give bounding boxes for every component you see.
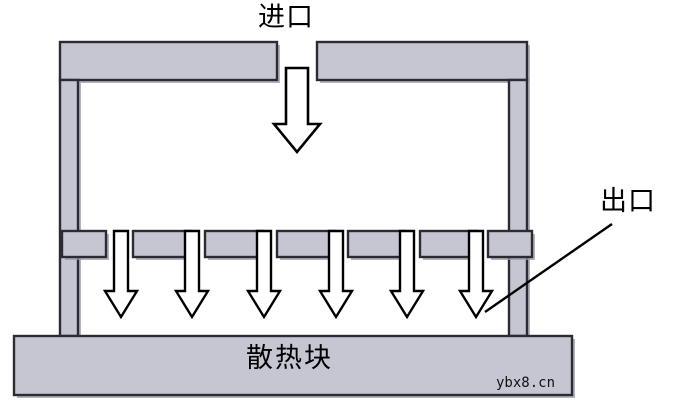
outlet-flow-arrow-6	[457, 229, 495, 320]
structure-components	[12, 40, 575, 398]
nozzle-plate-6	[418, 229, 479, 259]
nozzle-plate-3	[203, 229, 264, 259]
outlet-flow-arrow-3	[245, 229, 283, 320]
heat-sink-block	[12, 334, 574, 397]
left-column	[58, 78, 80, 338]
flow-arrows	[102, 66, 495, 320]
outlet-flow-arrow-4	[317, 229, 355, 320]
heat-sink-label: 散热块	[246, 343, 333, 374]
outlet-leader-line	[484, 223, 613, 313]
leader-lines	[484, 223, 613, 313]
inlet-label: 进口	[258, 2, 314, 33]
nozzle-plate-row	[60, 229, 535, 260]
outlet-label: 出口	[600, 186, 656, 217]
outlet-flow-arrow-1	[102, 229, 140, 320]
nozzle-plate-7	[486, 229, 534, 259]
top-manifold-right	[315, 40, 529, 82]
outlet-flow-arrow-5	[388, 229, 426, 320]
watermark-text: ybx8.cn	[496, 375, 556, 391]
nozzle-plate-2	[131, 229, 192, 259]
inlet-flow-arrow	[271, 66, 323, 155]
outlet-flow-arrow-2	[173, 229, 211, 320]
top-manifold-left	[58, 40, 279, 82]
nozzle-plate-5	[346, 229, 407, 259]
nozzle-plate-4	[275, 229, 336, 259]
nozzle-plate-1	[60, 229, 108, 259]
right-column	[507, 78, 529, 338]
